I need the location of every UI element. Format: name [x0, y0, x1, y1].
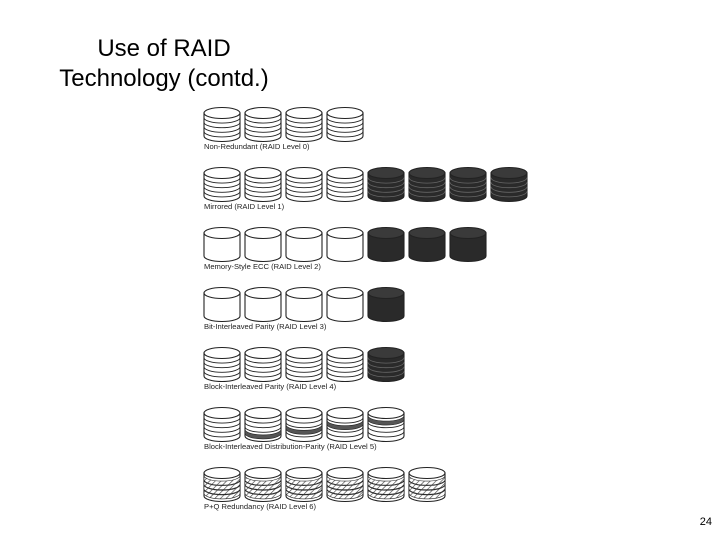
redundancy-disk: [367, 286, 405, 323]
data-disk: [203, 466, 241, 503]
data-disk: [367, 406, 405, 443]
data-disk: [285, 226, 323, 263]
slide-number: 24: [699, 516, 712, 528]
data-disk: [203, 406, 241, 443]
data-disk: [326, 346, 364, 383]
data-disk: [326, 466, 364, 503]
data-disk: [326, 286, 364, 323]
data-disk: [285, 466, 323, 503]
raid-level-label: Bit-Interleaved Parity (RAID Level 3): [204, 322, 327, 331]
data-disk: [203, 166, 241, 203]
data-disk: [244, 346, 282, 383]
data-disk: [244, 406, 282, 443]
data-disk: [203, 286, 241, 323]
raid-level-label: Non-Redundant (RAID Level 0): [204, 142, 310, 151]
redundancy-disk: [490, 166, 528, 203]
data-disk: [203, 106, 241, 143]
data-disk: [408, 466, 446, 503]
redundancy-disk: [367, 166, 405, 203]
data-disk: [203, 346, 241, 383]
data-disk: [285, 166, 323, 203]
title-line-1: Use of RAID: [97, 35, 231, 62]
redundancy-disk: [367, 346, 405, 383]
raid-level-label: P+Q Redundancy (RAID Level 6): [204, 502, 317, 511]
redundancy-disk: [408, 166, 446, 203]
raid-level-label: Memory-Style ECC (RAID Level 2): [204, 262, 321, 271]
data-disk: [367, 466, 405, 503]
raid-level-row: Bit-Interleaved Parity (RAID Level 3): [203, 286, 405, 331]
raid-level-label: Mirrored (RAID Level 1): [204, 202, 285, 211]
data-disk: [326, 226, 364, 263]
data-disk: [244, 106, 282, 143]
raid-level-row: Mirrored (RAID Level 1): [203, 166, 528, 211]
data-disk: [326, 406, 364, 443]
data-disk: [285, 106, 323, 143]
data-disk: [285, 286, 323, 323]
redundancy-disk: [408, 226, 446, 263]
data-disk: [285, 406, 323, 443]
title-line-2: Technology (contd.): [59, 65, 269, 92]
redundancy-disk: [449, 166, 487, 203]
raid-level-row: Memory-Style ECC (RAID Level 2): [203, 226, 487, 271]
data-disk: [244, 286, 282, 323]
data-disk: [326, 166, 364, 203]
data-disk: [326, 106, 364, 143]
raid-level-row: P+Q Redundancy (RAID Level 6): [203, 466, 446, 511]
data-disk: [244, 226, 282, 263]
raid-level-label: Block-Interleaved Parity (RAID Level 4): [204, 382, 337, 391]
data-disk: [285, 346, 323, 383]
raid-level-row: Block-Interleaved Distribution-Parity (R…: [203, 406, 405, 451]
data-disk: [244, 166, 282, 203]
slide-title: Use of RAID Technology (contd.): [0, 34, 328, 94]
data-disk: [244, 466, 282, 503]
raid-level-row: Non-Redundant (RAID Level 0): [203, 106, 364, 151]
redundancy-disk: [367, 226, 405, 263]
raid-level-row: Block-Interleaved Parity (RAID Level 4): [203, 346, 405, 391]
data-disk: [203, 226, 241, 263]
raid-level-label: Block-Interleaved Distribution-Parity (R…: [204, 442, 377, 451]
redundancy-disk: [449, 226, 487, 263]
